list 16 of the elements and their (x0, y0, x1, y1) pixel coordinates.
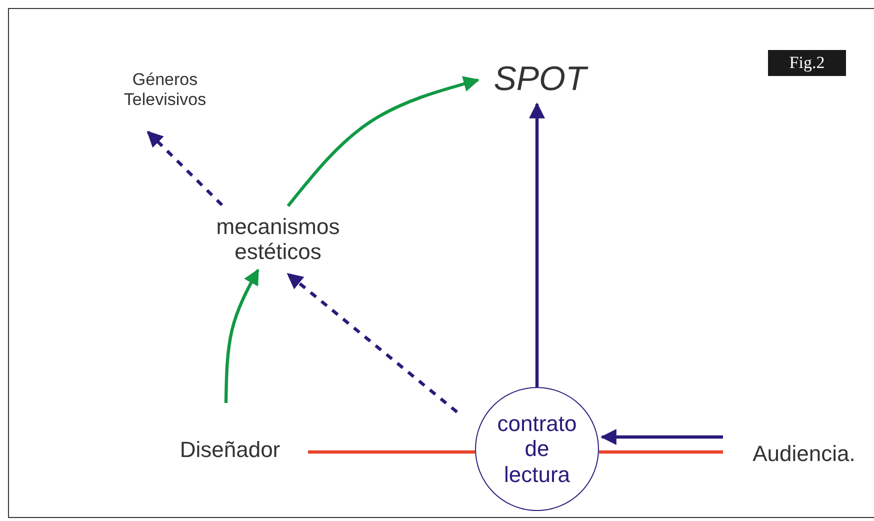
arrow (224, 268, 260, 404)
category-label: Géneros Televisivos (122, 70, 208, 110)
dashed-arrow (286, 272, 458, 414)
arrow (286, 76, 480, 207)
concept-label: mecanismos estéticos (215, 214, 341, 264)
actor-label: Diseñador (180, 437, 280, 463)
arrow (600, 429, 723, 445)
connector-line (308, 450, 475, 454)
actor-label: Audiencia. (752, 441, 856, 467)
connector-line (599, 450, 723, 454)
arrow (529, 102, 545, 387)
circle-text: contrato de lectura (496, 411, 578, 487)
dashed-arrow (146, 130, 224, 206)
title-label: SPOT (494, 60, 586, 100)
concept-circle (475, 387, 599, 511)
figure-tag: Fig.2 (768, 50, 846, 76)
